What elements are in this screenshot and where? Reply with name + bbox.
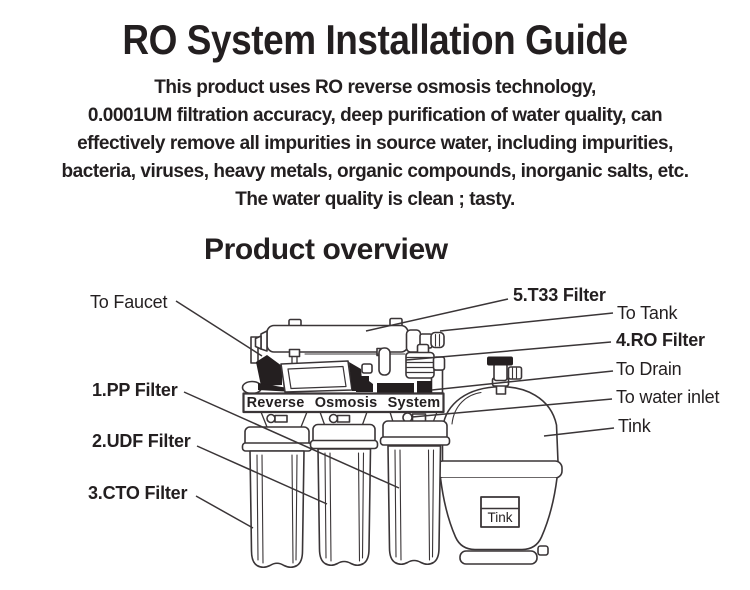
- leader-water-inlet: [411, 398, 613, 418]
- callout-to-tank: To Tank: [617, 303, 678, 323]
- leader-to-drain: [431, 370, 614, 391]
- bracket-row-drawing: [260, 411, 438, 428]
- intro-line: The water quality is clean ; tasty.: [235, 189, 515, 210]
- tank-label-box: [480, 496, 520, 528]
- intro-line: bacteria, viruses, heavy metals, organic…: [61, 161, 689, 182]
- storage-tank-drawing: [435, 356, 563, 565]
- leader-tink: [543, 427, 615, 437]
- tank-box-label: Tink: [487, 510, 513, 525]
- intro-line: This product uses RO reverse osmosis tec…: [154, 77, 596, 98]
- callout-cto-filter: 3.CTO Filter: [88, 483, 188, 503]
- leader-udf-filter: [196, 445, 328, 505]
- name-plate-drawing: [242, 392, 445, 414]
- intro-paragraph: This product uses RO reverse osmosis tec…: [0, 74, 750, 214]
- filter-canisters-drawing: [241, 420, 451, 569]
- leader-to-tank: [439, 312, 614, 332]
- control-panel-drawing: [280, 347, 432, 393]
- leader-ro-filter: [405, 341, 612, 361]
- faucet-assembly-drawing: [241, 355, 285, 395]
- leader-t33-filter: [365, 298, 509, 332]
- callout-pp-filter: 1.PP Filter: [92, 380, 178, 400]
- callout-water-inlet: To water inlet: [616, 387, 720, 407]
- callout-to-drain: To Drain: [616, 359, 682, 379]
- callout-tink: Tink: [618, 416, 651, 436]
- callout-t33-filter: 5.T33 Filter: [513, 285, 606, 305]
- intro-line: effectively remove all impurities in sou…: [77, 133, 673, 154]
- section-heading: Product overview: [204, 233, 448, 266]
- leader-cto-filter: [195, 495, 254, 529]
- leader-pp-filter: [183, 391, 400, 489]
- intro-line: 0.0001UM filtration accuracy, deep purif…: [87, 105, 663, 126]
- callout-ro-filter: 4.RO Filter: [616, 330, 705, 350]
- callout-udf-filter: 2.UDF Filter: [92, 431, 191, 451]
- leader-to-faucet: [175, 300, 263, 357]
- page-title: RO System Installation Guide: [122, 16, 628, 63]
- callout-to-faucet: To Faucet: [90, 292, 168, 312]
- name-plate-label: Reverse Osmosis System: [246, 395, 441, 411]
- tank-valve-drawing: [487, 356, 523, 395]
- leader-lines: [175, 298, 615, 529]
